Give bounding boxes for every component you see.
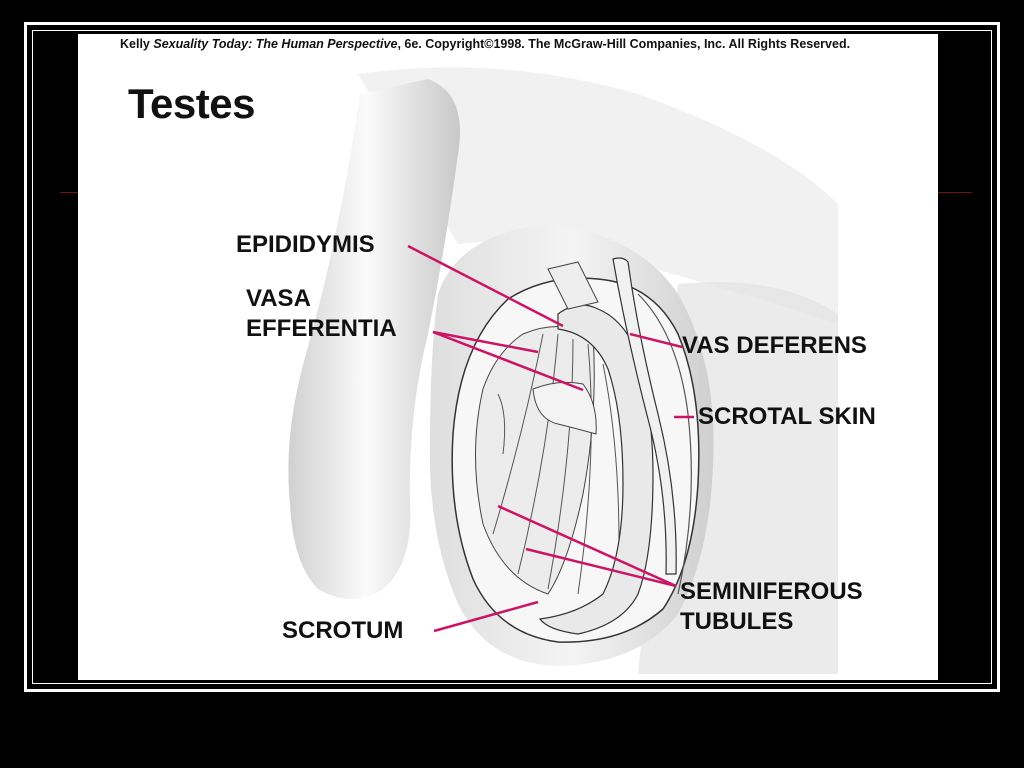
vas-deferens-tube	[612, 257, 677, 575]
leader-vasa-2	[432, 330, 584, 392]
testes-illustration	[288, 67, 838, 674]
torso-shading	[358, 67, 838, 325]
label-seminiferous-line1: SEMINIFEROUS	[680, 578, 863, 605]
slide-title: Testes	[128, 80, 255, 127]
outer-frame	[24, 22, 1000, 692]
label-scrotal-skin: SCROTAL SKIN	[698, 403, 876, 430]
label-vasa-line2: EFFERENTIA	[246, 315, 397, 342]
label-vasa-line1: VASA	[246, 285, 311, 312]
right-rule	[938, 192, 972, 193]
inner-frame	[32, 30, 992, 684]
label-seminiferous-line2: TUBULES	[680, 608, 794, 635]
leader-vas-deferens	[629, 332, 683, 349]
label-scrotum: SCROTUM	[282, 617, 404, 644]
penis-shape	[288, 79, 460, 599]
leader-vasa-1	[432, 330, 539, 354]
slide: Kelly Sexuality Today: The Human Perspec…	[78, 34, 938, 680]
spermatic-cord	[547, 261, 599, 310]
left-rule	[60, 192, 80, 193]
scrotal-skin-layer	[637, 293, 692, 595]
leader-seminiferous-2	[525, 547, 677, 588]
leader-epididymis	[407, 244, 564, 328]
label-vas-deferens: VAS DEFERENS	[682, 332, 867, 359]
leader-lines	[407, 244, 694, 633]
mediastinum	[532, 381, 597, 435]
leader-scrotum	[433, 600, 539, 633]
leader-seminiferous-1	[497, 504, 677, 588]
copyright-credit: Kelly Sexuality Today: The Human Perspec…	[120, 37, 851, 51]
label-epididymis: EPIDIDYMIS	[236, 231, 375, 258]
